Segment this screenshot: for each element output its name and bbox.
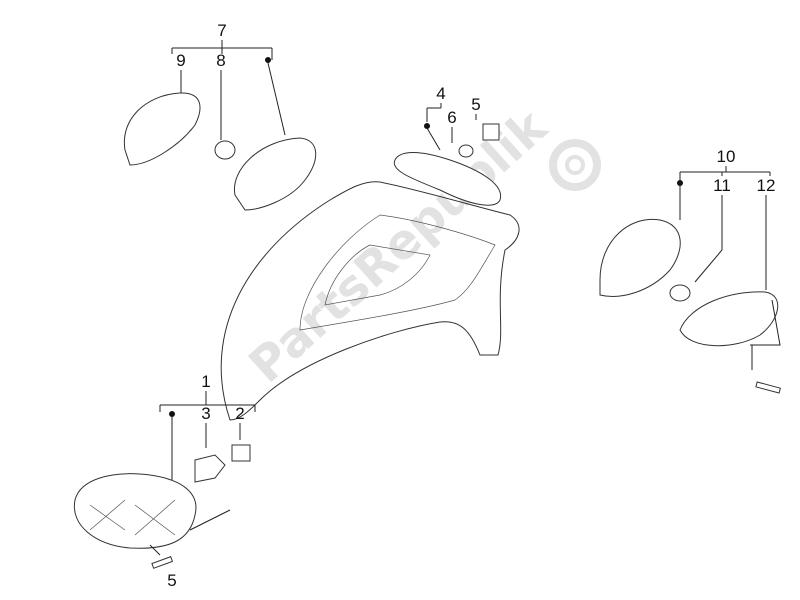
lamp-housing-10	[599, 218, 681, 297]
socket-2	[231, 444, 251, 462]
lens-4	[393, 152, 502, 206]
label-9: 9	[176, 51, 185, 70]
label-2: 2	[235, 404, 244, 423]
label-4: 4	[436, 84, 445, 103]
label-12: 12	[757, 176, 776, 195]
front-shield	[220, 181, 520, 421]
headlamp-housing	[73, 473, 197, 549]
label-5-bottom: 5	[167, 571, 176, 590]
label-1: 1	[201, 372, 210, 391]
bulb-11	[669, 284, 691, 302]
lamp-housing	[233, 137, 317, 211]
gear-icon	[549, 139, 601, 191]
lens-12	[679, 291, 779, 347]
bulb-8	[214, 140, 236, 160]
screw-bottom	[151, 556, 174, 569]
socket-5	[482, 123, 500, 141]
bulb-6	[458, 144, 474, 158]
screw-right	[755, 381, 781, 394]
bulb-3	[194, 454, 226, 483]
label-10: 10	[717, 147, 736, 166]
label-7: 7	[217, 21, 226, 40]
group-1: 1 3 2 5	[73, 372, 256, 590]
group-10: 10 11 12	[599, 147, 781, 394]
label-8: 8	[216, 51, 225, 70]
group-4: 4 5 6	[393, 84, 502, 206]
label-6: 6	[447, 108, 456, 127]
group-7: 7 9 8	[123, 21, 317, 211]
label-5-top: 5	[471, 95, 480, 114]
label-11: 11	[713, 176, 731, 195]
label-3: 3	[201, 404, 210, 423]
lens-9	[123, 92, 201, 166]
